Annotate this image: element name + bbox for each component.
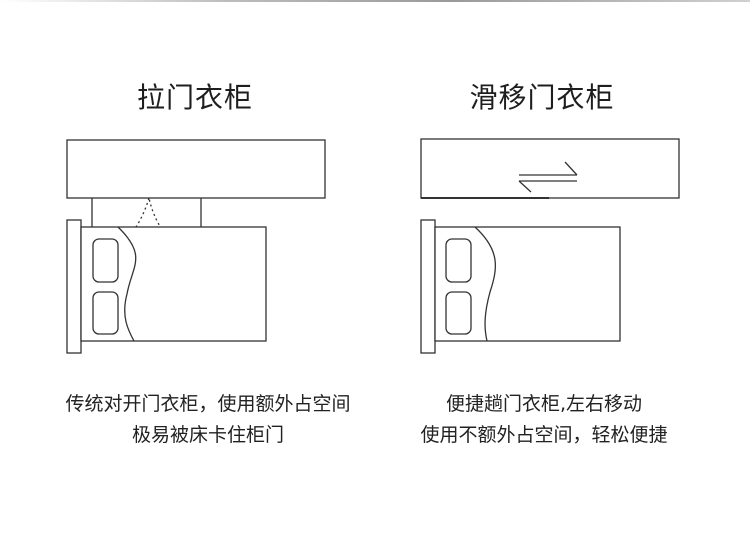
blanket-fold bbox=[474, 226, 496, 342]
hinged-caption-line-2: 极易被床卡住柜门 bbox=[131, 424, 284, 446]
pillow-bottom bbox=[92, 291, 119, 335]
pillow-top bbox=[92, 238, 119, 283]
sliding-wardrobe-diagram bbox=[420, 138, 680, 354]
pillow-bottom bbox=[445, 291, 472, 335]
sliding-wardrobe-title: 滑移门衣柜 bbox=[469, 81, 615, 114]
hinged-wardrobe-diagram bbox=[66, 139, 326, 354]
sliding-caption-line-1: 便捷趟门衣柜,左右移动 bbox=[445, 393, 643, 415]
hinged-wardrobe-caption: 传统对开门衣柜，使用额外占空间 极易被床卡住柜门 bbox=[28, 389, 388, 451]
sliding-wardrobe-body bbox=[420, 138, 680, 199]
hinged-caption-line-1: 传统对开门衣柜，使用额外占空间 bbox=[65, 393, 351, 415]
bed-frame bbox=[434, 226, 621, 342]
headboard bbox=[420, 219, 436, 354]
sliding-caption-line-2: 使用不额外占空间，轻松便捷 bbox=[420, 424, 668, 446]
pillow-top bbox=[445, 238, 472, 283]
blanket-fold bbox=[117, 226, 137, 342]
headboard bbox=[66, 219, 82, 354]
arrow-right-head bbox=[564, 161, 578, 176]
hinged-wardrobe-title: 拉门衣柜 bbox=[136, 81, 253, 114]
sliding-wardrobe-caption: 便捷趟门衣柜,左右移动 使用不额外占空间，轻松便捷 bbox=[364, 389, 724, 451]
arrow-left-head bbox=[518, 180, 532, 193]
hinged-wardrobe-body bbox=[66, 139, 326, 199]
top-divider bbox=[0, 0, 750, 2]
bed-frame bbox=[80, 226, 267, 342]
